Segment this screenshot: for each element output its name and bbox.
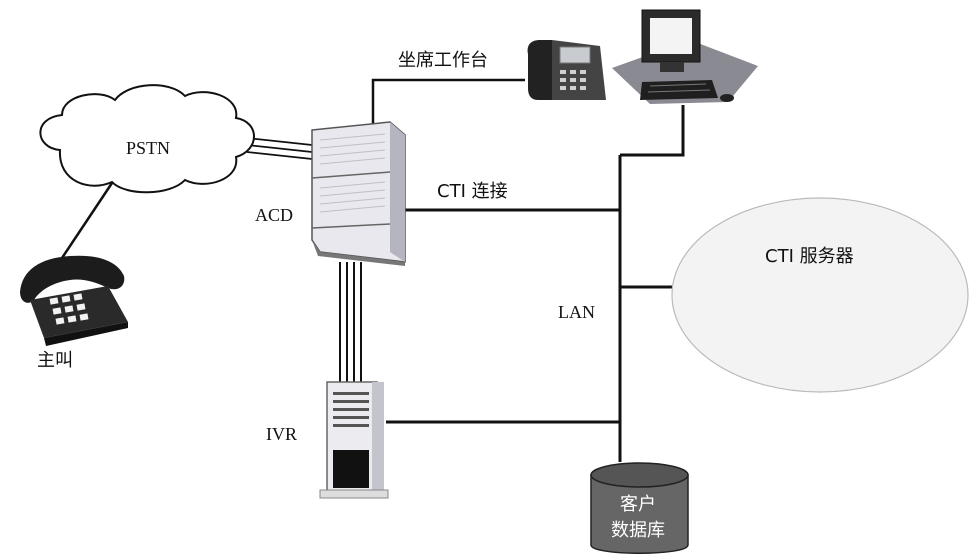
acd-ivr-trunk: [339, 262, 362, 385]
rotary-phone-icon: [20, 255, 128, 346]
caller-label: 主叫: [37, 350, 73, 371]
connection-lines: [60, 78, 685, 462]
lan-computer-link: [620, 105, 685, 157]
server-cabinet-icon: [311, 121, 406, 266]
database-label-line1: 客户: [620, 494, 656, 515]
cti-server-node: [671, 197, 969, 393]
acd-label: ACD: [255, 205, 294, 225]
database-cylinder-icon: [590, 462, 689, 554]
computer-workstation-icon: [612, 9, 758, 104]
desk-phone-icon: [527, 40, 606, 100]
database-label-line2: 数据库: [611, 520, 665, 541]
pstn-acd-trunk: [246, 137, 313, 160]
pstn-phone-line: [60, 182, 114, 259]
ivr-label: IVR: [266, 424, 297, 444]
cti-server-label: CTI 服务器: [765, 246, 854, 267]
agent-workstation-label: 坐席工作台: [398, 50, 488, 71]
lan-label: LAN: [558, 302, 595, 322]
tower-server-icon: [319, 381, 389, 499]
cloud-icon: [39, 84, 255, 194]
pstn-label: PSTN: [126, 138, 171, 158]
acd-agent-phone-line: [371, 78, 525, 128]
cti-connection-label: CTI 连接: [437, 181, 508, 202]
